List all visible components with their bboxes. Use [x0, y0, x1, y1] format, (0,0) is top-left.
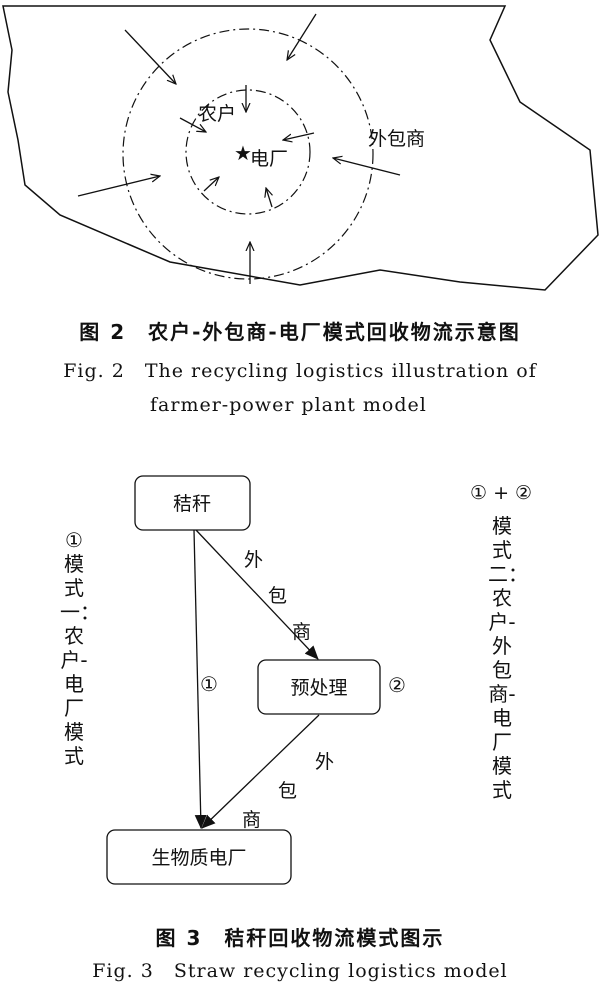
figure2-caption-en-line2: farmer-power plant model	[150, 394, 427, 416]
route1-marker: ①	[200, 672, 218, 696]
route2-marker: ②	[388, 673, 406, 697]
power-plant-label: 电厂	[250, 148, 288, 170]
edge-label-char: 商	[292, 621, 311, 643]
straw-node	[134, 475, 251, 531]
edge-label-char: 外	[244, 549, 263, 571]
power-plant-star: ★	[234, 141, 252, 165]
figure3-caption-zh: 图 3 秸秆回收物流模式图示	[155, 926, 445, 950]
figure2-diagram: ★ 农户 电厂 外包商	[2, 5, 599, 291]
edge-label-char: 外	[315, 751, 334, 773]
region-boundary	[2, 5, 599, 291]
figure2-caption-zh: 图 2 农户-外包商-电厂模式回收物流示意图	[79, 320, 521, 344]
edge-label-char: 商	[242, 809, 261, 831]
biomass-plant-node-label: 生物质电厂	[151, 847, 246, 869]
edge-label-char: 包	[268, 585, 287, 607]
outer-arrow	[333, 158, 401, 176]
edge-label-char: 包	[278, 780, 297, 802]
pretreatment-node	[257, 659, 381, 715]
figure2-caption-en-line1: Fig. 2 The recycling logistics illustrat…	[63, 360, 537, 382]
inner-arrow	[179, 117, 206, 132]
mode1-note: ①模式一：农户-电厂模式	[60, 528, 100, 768]
inner-ring	[185, 89, 311, 215]
pretreatment-to-plant-edge	[201, 714, 320, 829]
inner-arrow	[203, 177, 219, 192]
outer-arrow	[287, 13, 317, 60]
inner-arrow	[266, 188, 272, 208]
outer-ring	[122, 28, 374, 280]
straw-to-pretreatment-edge	[195, 529, 319, 660]
inner-arrow	[283, 132, 315, 140]
mode2-header: ① + ②	[470, 482, 533, 504]
biomass-plant-node	[106, 829, 292, 885]
figure3-caption-en: Fig. 3 Straw recycling logistics model	[92, 960, 508, 982]
straw-node-label: 秸秆	[173, 493, 211, 515]
outer-arrow	[124, 29, 176, 84]
pretreatment-node-label: 预处理	[290, 677, 347, 699]
farmer-label: 农户	[198, 103, 236, 125]
contractor-label: 外包商	[368, 128, 425, 150]
outer-arrow	[77, 176, 160, 197]
figure3-diagram: 秸秆 预处理 生物质电厂 外 包 商 外 包 商 ① ②	[106, 475, 406, 885]
mode2-note: 模式二：农户-外包商-电厂模式	[488, 514, 528, 802]
route1-edge	[193, 529, 207, 829]
